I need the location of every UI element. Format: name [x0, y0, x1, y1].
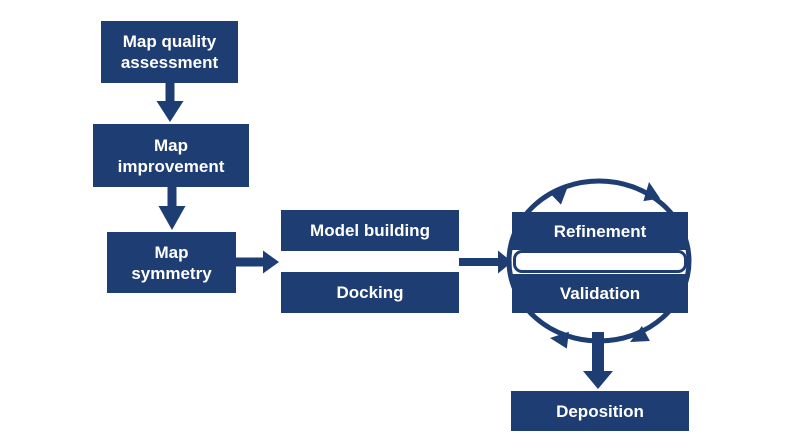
node-validation-label: Validation [559, 284, 641, 303]
cycle-arrowhead-top-right-icon [643, 182, 661, 202]
node-refinement-label: Refinement [553, 221, 647, 241]
node-docking: Docking [281, 272, 459, 313]
arrow-mqa-to-mi-icon [156, 82, 184, 122]
node-map-quality-assessment-label: Map quality assessment [120, 32, 219, 72]
node-refinement: Refinement [512, 212, 688, 250]
arrow-cycle-to-deposition-icon [583, 332, 613, 389]
node-map-improvement: Map improvement [93, 124, 249, 187]
node-map-symmetry: Map symmetry [107, 232, 236, 293]
cycle-arrowhead-bottom-right-icon [630, 326, 650, 342]
cycle-arrowhead-bottom-left-icon [550, 331, 569, 349]
node-map-improvement-label: Map improvement [117, 135, 225, 176]
node-model-building: Model building [281, 210, 459, 251]
arrow-ms-to-modeling-icon [236, 250, 279, 274]
node-model-building-label: Model building [310, 221, 430, 240]
node-map-quality-assessment: Map quality assessment [101, 21, 238, 83]
node-map-symmetry-label: Map symmetry [131, 242, 212, 283]
arrow-modeling-to-cycle-icon [459, 250, 512, 274]
node-validation: Validation [512, 274, 688, 313]
node-docking-label: Docking [336, 283, 404, 302]
cycle-arrowhead-top-left-icon [549, 186, 568, 205]
node-deposition-label: Deposition [556, 401, 644, 421]
arrow-mi-to-ms-icon [158, 187, 186, 230]
node-deposition: Deposition [511, 391, 689, 431]
refinement-validation-connector-box [513, 250, 687, 273]
